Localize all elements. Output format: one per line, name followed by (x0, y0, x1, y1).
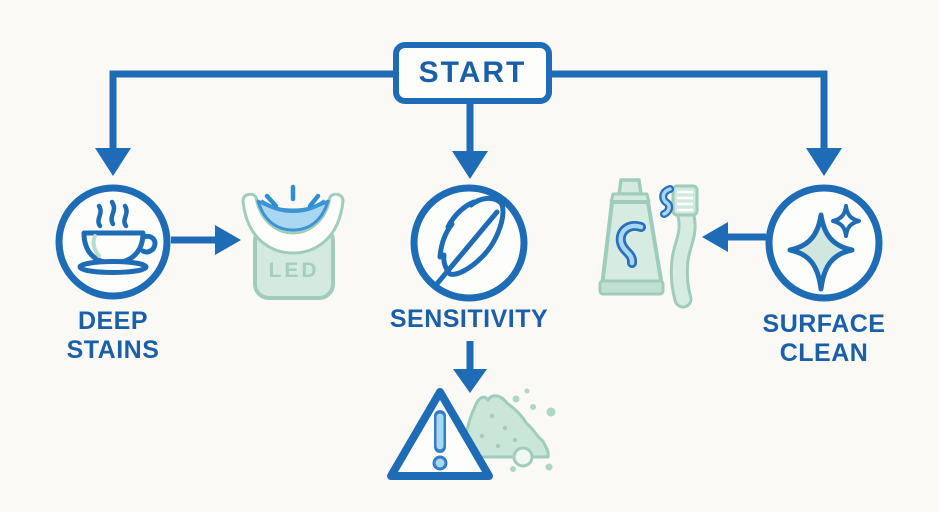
connector-right (545, 70, 842, 176)
sparkles-icon (787, 204, 861, 292)
led-mouthpiece-device-icon (241, 184, 345, 300)
toothpaste-and-toothbrush-icon (598, 178, 699, 309)
surface-clean-label: SURFACE CLEAN (762, 310, 886, 367)
connector-left (95, 70, 400, 176)
powder-bubble (512, 446, 534, 468)
start-node: START (393, 42, 552, 104)
sensitivity-label: SENSITIVITY (389, 305, 549, 333)
arrow-deep-to-led (171, 225, 241, 255)
sensitivity-node (410, 184, 528, 302)
feather-icon (433, 195, 506, 288)
led-light-rays-icon (264, 184, 321, 209)
deep-stains-label: DEEP STAINS (66, 307, 160, 364)
start-label: START (418, 56, 527, 89)
connector-center (452, 98, 488, 179)
surface-clean-node (765, 184, 883, 302)
led-device-label: LED (268, 259, 320, 282)
arrow-surface-to-paste (702, 222, 766, 252)
powder-pile-icon (459, 388, 556, 472)
arrow-sensitivity-to-caution (453, 341, 487, 393)
powder-particles (510, 388, 556, 472)
warning-triangle-icon (387, 388, 493, 480)
bristle-lines (677, 190, 693, 212)
deep-stains-node (55, 184, 171, 300)
coffee-cup-icon (77, 199, 158, 275)
